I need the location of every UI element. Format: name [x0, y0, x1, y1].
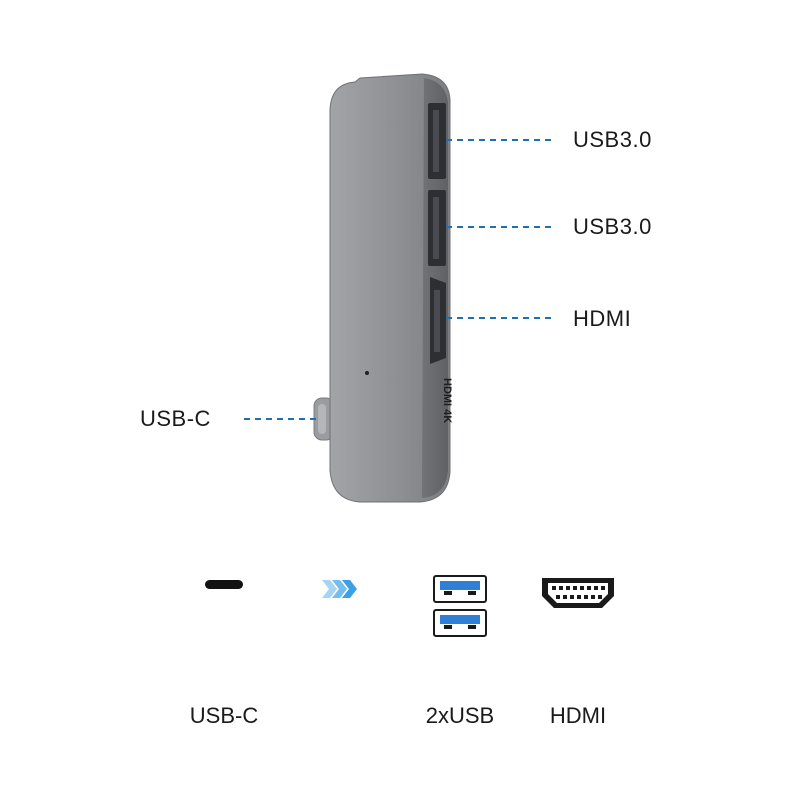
hdmi-4k-print: HDMI 4K — [441, 378, 453, 423]
caption-hdmi: HDMI — [549, 703, 607, 728]
usb-a-port-icon — [433, 609, 487, 637]
svg-text:HDMI 4K: HDMI 4K — [441, 378, 453, 423]
usb-c-icon — [205, 580, 243, 589]
caption-usb-c: USB-C — [189, 703, 259, 728]
caption-2xusb: 2xUSB — [425, 703, 495, 728]
usb-a-port-icon — [433, 575, 487, 603]
callout-usb3-top: USB3.0 — [573, 127, 652, 152]
usb-port-1 — [428, 103, 446, 179]
callout-usb3-bottom: USB3.0 — [573, 214, 652, 239]
leader-lines — [244, 139, 552, 420]
hdmi-port-icon — [542, 578, 614, 608]
callout-hdmi: HDMI — [573, 306, 632, 331]
chevron-right-triple-icon — [322, 580, 357, 598]
status-led — [365, 371, 369, 375]
callout-usb-c: USB-C — [140, 406, 211, 431]
hub-body — [329, 73, 451, 503]
usb-port-2 — [428, 190, 446, 266]
hdmi-port — [430, 277, 446, 364]
